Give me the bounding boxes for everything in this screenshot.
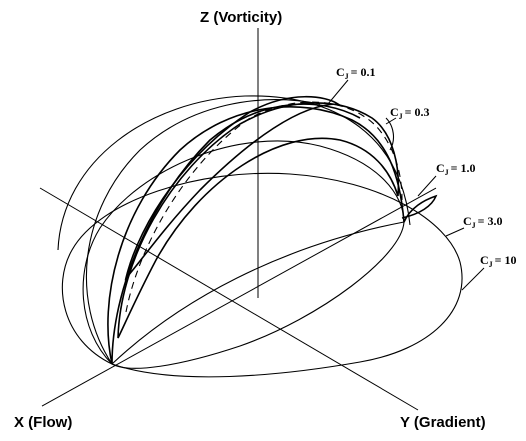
orbit-outer-arc (57, 95, 411, 251)
orbit-cj-10 (61, 172, 463, 378)
leader-lines (327, 79, 485, 291)
leader-cj-1 (417, 175, 437, 197)
axes (39, 28, 437, 411)
orbit-cj-0-1 (124, 95, 341, 281)
z-axis-label: Z (Vorticity) (200, 9, 282, 26)
orbit-cj-3 (82, 140, 405, 369)
orbit-cj-1-inner (111, 103, 361, 365)
label-cj-0-1: CJ= 0.1 (336, 65, 376, 81)
orbit-tip-loop (385, 117, 395, 151)
orbit-cj-1 (107, 106, 438, 365)
label-cj-1: CJ= 1.0 (436, 161, 476, 177)
leader-cj-0-3 (385, 117, 397, 125)
leader-cj-10 (461, 267, 485, 291)
label-cj-10: CJ= 10 (480, 253, 517, 269)
orbit-labels: CJ= 0.1 CJ= 0.3 CJ= 1.0 CJ= 3.0 CJ= 10 (336, 65, 517, 269)
y-axis (41, 187, 437, 407)
label-cj-3: CJ= 3.0 (463, 214, 503, 230)
x-axis (39, 187, 419, 411)
y-axis-label: Y (Gradient) (400, 414, 486, 431)
orbit-cj-0-3 (117, 102, 400, 339)
orbit-front-arc (111, 221, 405, 365)
label-cj-0-3: CJ= 0.3 (390, 105, 430, 121)
orbits (57, 95, 463, 378)
orbit-left-arc (86, 99, 321, 365)
x-axis-label: X (Flow) (14, 414, 72, 431)
leader-cj-0-1 (327, 79, 349, 105)
orbit-cj-0-1-dashed (125, 101, 403, 313)
leader-cj-3 (445, 227, 465, 237)
